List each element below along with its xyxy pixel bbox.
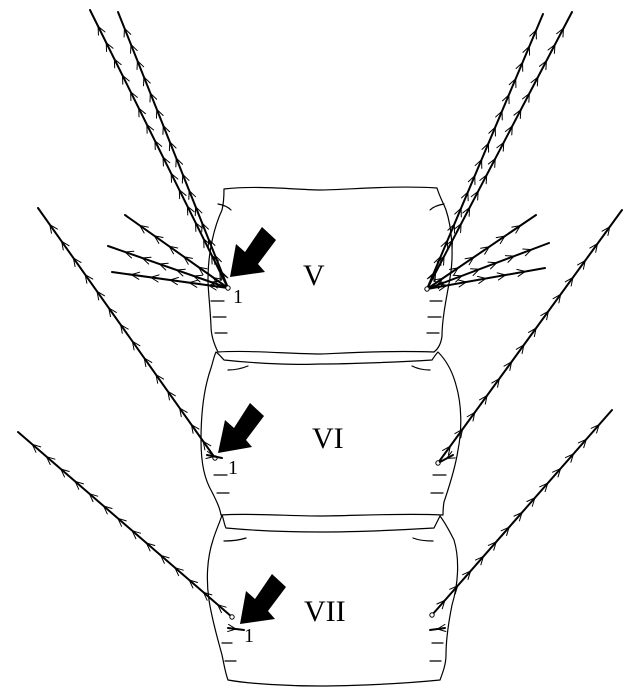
segment-label-vi: VI (312, 422, 344, 455)
segment-vi: VI 1 (201, 352, 461, 516)
seta-vii-left (18, 432, 232, 617)
seta-v-right-4 (427, 243, 549, 289)
segment-label-v: V (303, 259, 325, 292)
seta-base-v-right (425, 287, 429, 291)
arrow-icon (230, 227, 276, 277)
seta-base-vii-right (430, 613, 434, 617)
seta-v-right-5 (427, 268, 545, 290)
segment-label-vii: VII (304, 595, 346, 628)
seta-number-v: 1 (233, 286, 243, 308)
fan-vii-left (228, 624, 244, 631)
seta-vi-left (38, 208, 215, 458)
seta-number-vi: 1 (228, 457, 238, 479)
fan-vii-right (430, 624, 446, 631)
seta-v-right-1 (427, 12, 572, 289)
segment-v: V 1 (208, 187, 452, 354)
arrow-icon (218, 403, 264, 453)
segment-vii: VII 1 (207, 515, 457, 686)
seta-base-v-left (226, 286, 230, 290)
seta-base-vii-left (230, 615, 234, 619)
arrow-icon (240, 574, 286, 624)
setae-group (18, 10, 622, 632)
seta-number-vii: 1 (244, 625, 254, 647)
seta-vi-right (438, 210, 622, 463)
